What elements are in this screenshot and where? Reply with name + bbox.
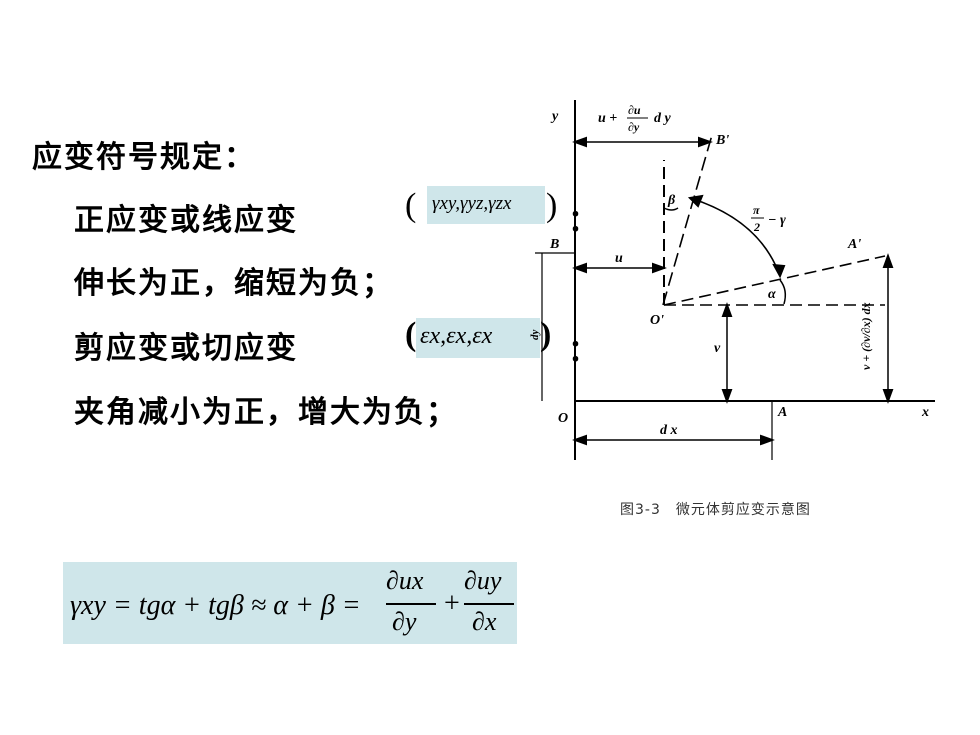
- frac1-den: ∂y: [392, 607, 417, 636]
- label-top-u: u +: [598, 111, 617, 126]
- label-top-den: ∂y: [628, 120, 640, 134]
- edge-o-a-prime: [663, 255, 886, 306]
- normal-rule: 伸长为正，缩短为负；: [74, 266, 394, 301]
- formula-box: [63, 562, 517, 644]
- colon-1: ：: [568, 204, 598, 239]
- strain-diagram: y x O O' A A' B B' u v d x dy β α u + ∂u…: [530, 100, 935, 460]
- label-o: O: [558, 411, 568, 426]
- left-paren: (: [405, 187, 417, 224]
- label-u: u: [615, 251, 623, 266]
- label-a-prime: A': [847, 237, 861, 252]
- colon-2: ：: [568, 334, 598, 369]
- frac2-den: ∂x: [472, 607, 497, 636]
- label-right-expr: v + (∂v/∂x) dx: [859, 302, 873, 370]
- figure-caption: 图3-3 微元体剪应变示意图: [620, 502, 811, 518]
- label-a: A: [777, 405, 787, 420]
- formula-plus: +: [444, 588, 460, 619]
- label-top-num: ∂u: [628, 103, 641, 117]
- label-beta: β: [667, 193, 676, 208]
- label-angle-den: 2: [753, 220, 760, 234]
- frac1-bar: [386, 603, 436, 605]
- label-angle-rest: − γ: [768, 213, 786, 228]
- gamma-set-box: [427, 186, 545, 224]
- left-paren-2: (: [405, 316, 417, 353]
- label-o-prime: O': [650, 313, 664, 328]
- label-v: v: [714, 341, 721, 356]
- label-y: y: [550, 109, 559, 124]
- frac2-bar: [464, 603, 514, 605]
- label-x: x: [921, 405, 929, 420]
- shear-rule: 夹角减小为正，增大为负；: [74, 395, 458, 430]
- label-alpha: α: [768, 287, 776, 302]
- formula-lhs: γxy = tgα + tgβ ≈ α + β =: [70, 590, 361, 621]
- label-dx: d x: [660, 423, 678, 438]
- right-paren: ): [546, 187, 558, 224]
- frac2-num: ∂uy: [464, 566, 502, 595]
- heading: 应变符号规定：: [32, 140, 256, 175]
- frac1-num: ∂ux: [386, 566, 424, 595]
- edge-o-b-prime: [662, 134, 713, 306]
- label-dy: dy: [530, 330, 541, 341]
- shear-strain-label: 剪应变或切应变: [74, 331, 298, 366]
- epsilon-set: εx,εx,εx: [420, 323, 493, 349]
- epsilon-set-box: [416, 318, 540, 358]
- right-paren-2: ): [540, 316, 552, 353]
- normal-strain-label: 正应变或线应变: [74, 203, 298, 238]
- label-b: B: [549, 237, 559, 252]
- label-b-prime: B': [715, 133, 729, 148]
- label-angle-num: π: [753, 203, 760, 217]
- gamma-set: γxy,γyz,γzx: [432, 193, 512, 214]
- label-top-d: d y: [654, 111, 672, 126]
